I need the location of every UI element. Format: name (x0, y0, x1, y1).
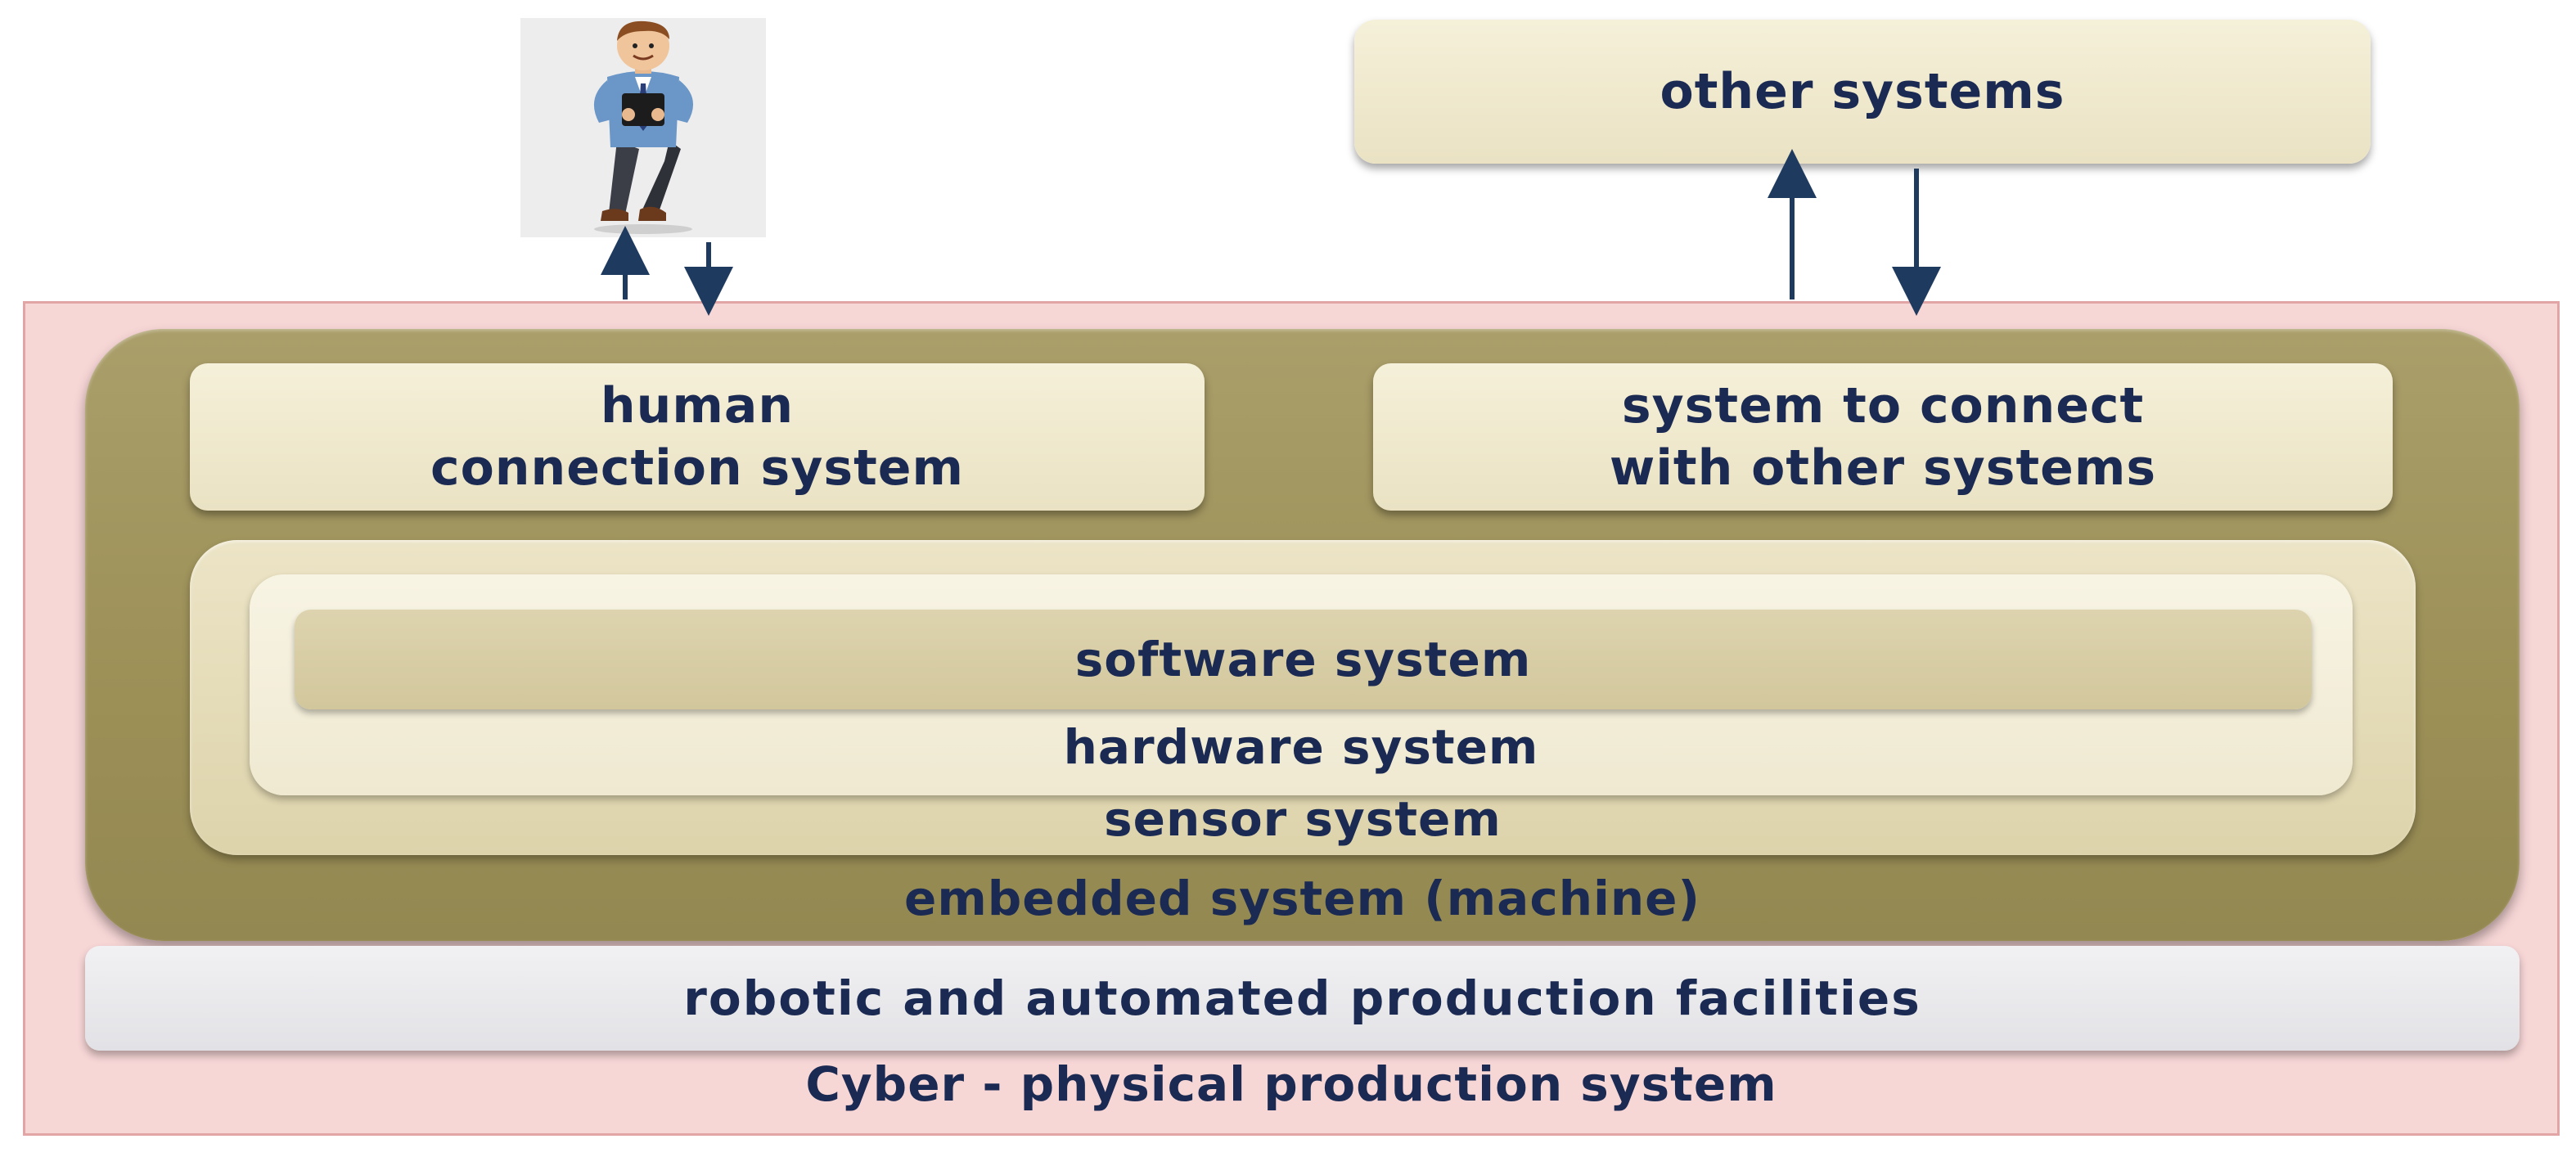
software-system-label: software system (1074, 632, 1532, 687)
sensor-system-label: sensor system (1104, 791, 1502, 847)
human-connection-system-label: human connection system (430, 377, 964, 497)
other-systems-box: other systems (1354, 20, 2371, 164)
robotic-facilities-box: robotic and automated production facilit… (85, 946, 2520, 1051)
software-system-box: software system (295, 610, 2312, 709)
hardware-system-label: hardware system (1063, 719, 1539, 775)
human-connection-system-box: human connection system (190, 363, 1205, 511)
person-with-tablet-icon (593, 20, 694, 234)
person-image (520, 18, 766, 237)
robotic-facilities-label: robotic and automated production facilit… (683, 970, 1921, 1026)
other-systems-label: other systems (1660, 63, 2065, 120)
system-to-connect-label: system to connect with other systems (1609, 377, 2157, 497)
embedded-system-label: embedded system (machine) (903, 871, 1701, 926)
cyber-physical-system-label: Cyber - physical production system (805, 1056, 1777, 1112)
system-to-connect-box: system to connect with other systems (1373, 363, 2393, 511)
